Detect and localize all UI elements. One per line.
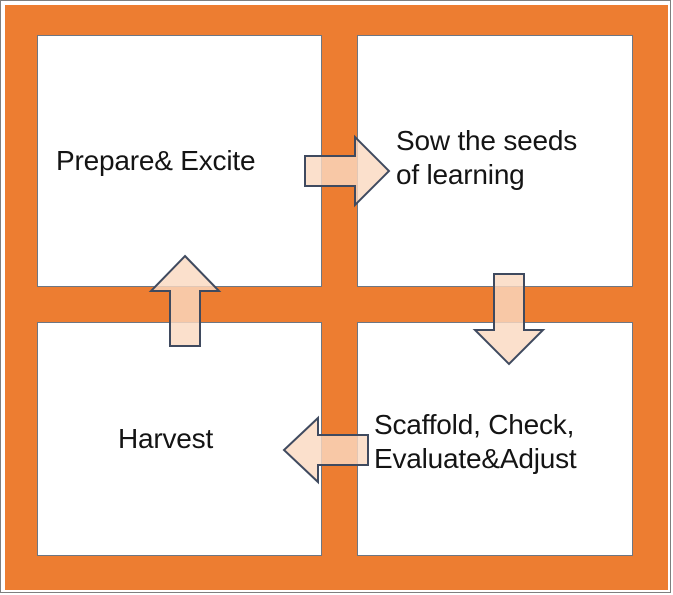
arrow-down-icon xyxy=(472,272,546,366)
quadrant-harvest[interactable]: Harvest xyxy=(37,322,322,556)
quadrant-prepare-excite[interactable]: Prepare& Excite xyxy=(37,35,322,287)
quadrant-label-scaffold-check: Scaffold, Check, Evaluate&Adjust xyxy=(374,408,577,474)
quadrant-label-prepare-excite: Prepare& Excite xyxy=(56,144,256,176)
arrow-up-icon xyxy=(148,253,222,349)
arrow-left-icon xyxy=(282,415,370,485)
quadrant-label-sow-seeds: Sow the seeds of learning xyxy=(396,124,578,190)
quadrant-scaffold-check[interactable]: Scaffold, Check, Evaluate&Adjust xyxy=(357,322,633,556)
quadrant-sow-seeds[interactable]: Sow the seeds of learning xyxy=(357,35,633,287)
arrow-right-icon xyxy=(303,134,391,208)
quadrant-label-harvest: Harvest xyxy=(117,422,214,454)
